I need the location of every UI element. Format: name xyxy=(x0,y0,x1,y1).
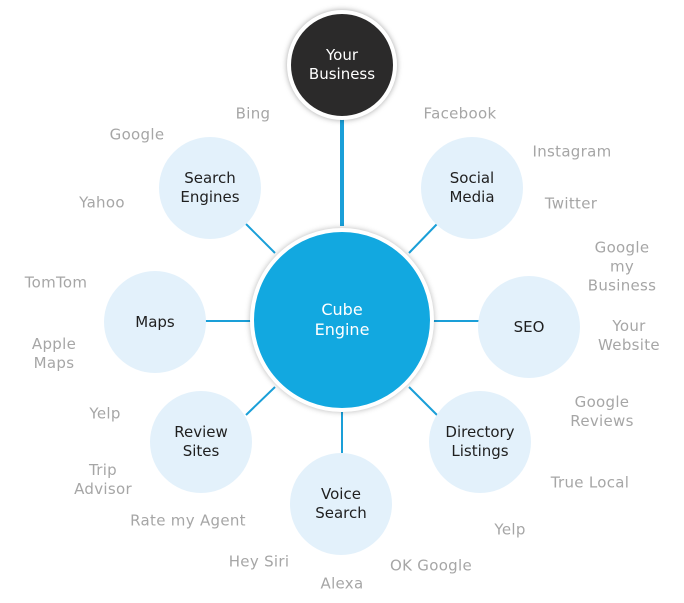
cube-engine-label: Cube Engine xyxy=(314,300,370,339)
leaf-instagram: Instagram xyxy=(532,142,612,161)
connector-review-sites xyxy=(245,386,276,416)
search-engines-label: Search Engines xyxy=(180,169,240,206)
leaf-google-my-business: Google my Business xyxy=(587,238,657,295)
voice-search-node: Voice Search xyxy=(290,453,392,555)
leaf-trip-advisor: Trip Advisor xyxy=(74,461,132,498)
seo-node: SEO xyxy=(478,276,580,378)
voice-search-label: Voice Search xyxy=(315,485,367,522)
directory-listings-node: Directory Listings xyxy=(429,391,531,493)
leaf-rate-my-agent: Rate my Agent xyxy=(130,511,246,530)
cube-engine-node: Cube Engine xyxy=(250,228,434,412)
social-media-node: Social Media xyxy=(421,137,523,239)
your-business-label: Your Business xyxy=(308,46,376,83)
leaf-google-reviews: Google Reviews xyxy=(570,393,634,430)
leaf-true-local: True Local xyxy=(550,473,630,492)
leaf-bing: Bing xyxy=(235,104,271,123)
maps-node: Maps xyxy=(104,271,206,373)
connector-directory-listings xyxy=(408,386,438,416)
leaf-ok-google: OK Google xyxy=(389,556,473,575)
leaf-alexa: Alexa xyxy=(320,574,364,593)
leaf-apple-maps: Apple Maps xyxy=(31,335,77,372)
leaf-twitter: Twitter xyxy=(544,194,598,213)
your-business-node: Your Business xyxy=(287,10,397,120)
leaf-your-website: Your Website xyxy=(598,317,660,354)
leaf-facebook: Facebook xyxy=(423,104,497,123)
leaf-tomtom: TomTom xyxy=(24,273,88,292)
maps-label: Maps xyxy=(135,312,175,331)
connector-search-engines xyxy=(245,223,276,254)
social-media-label: Social Media xyxy=(449,169,495,206)
leaf-google: Google xyxy=(109,125,165,144)
leaf-hey-siri: Hey Siri xyxy=(228,552,290,571)
review-sites-node: Review Sites xyxy=(150,391,252,493)
connector-social-media xyxy=(408,223,438,254)
review-sites-label: Review Sites xyxy=(174,423,228,460)
leaf-yelp-reviews: Yelp xyxy=(89,404,121,423)
leaf-yelp-directory: Yelp xyxy=(494,520,526,539)
directory-listings-label: Directory Listings xyxy=(445,423,515,460)
search-engines-node: Search Engines xyxy=(159,137,261,239)
leaf-yahoo: Yahoo xyxy=(79,193,125,212)
seo-label: SEO xyxy=(513,317,545,336)
